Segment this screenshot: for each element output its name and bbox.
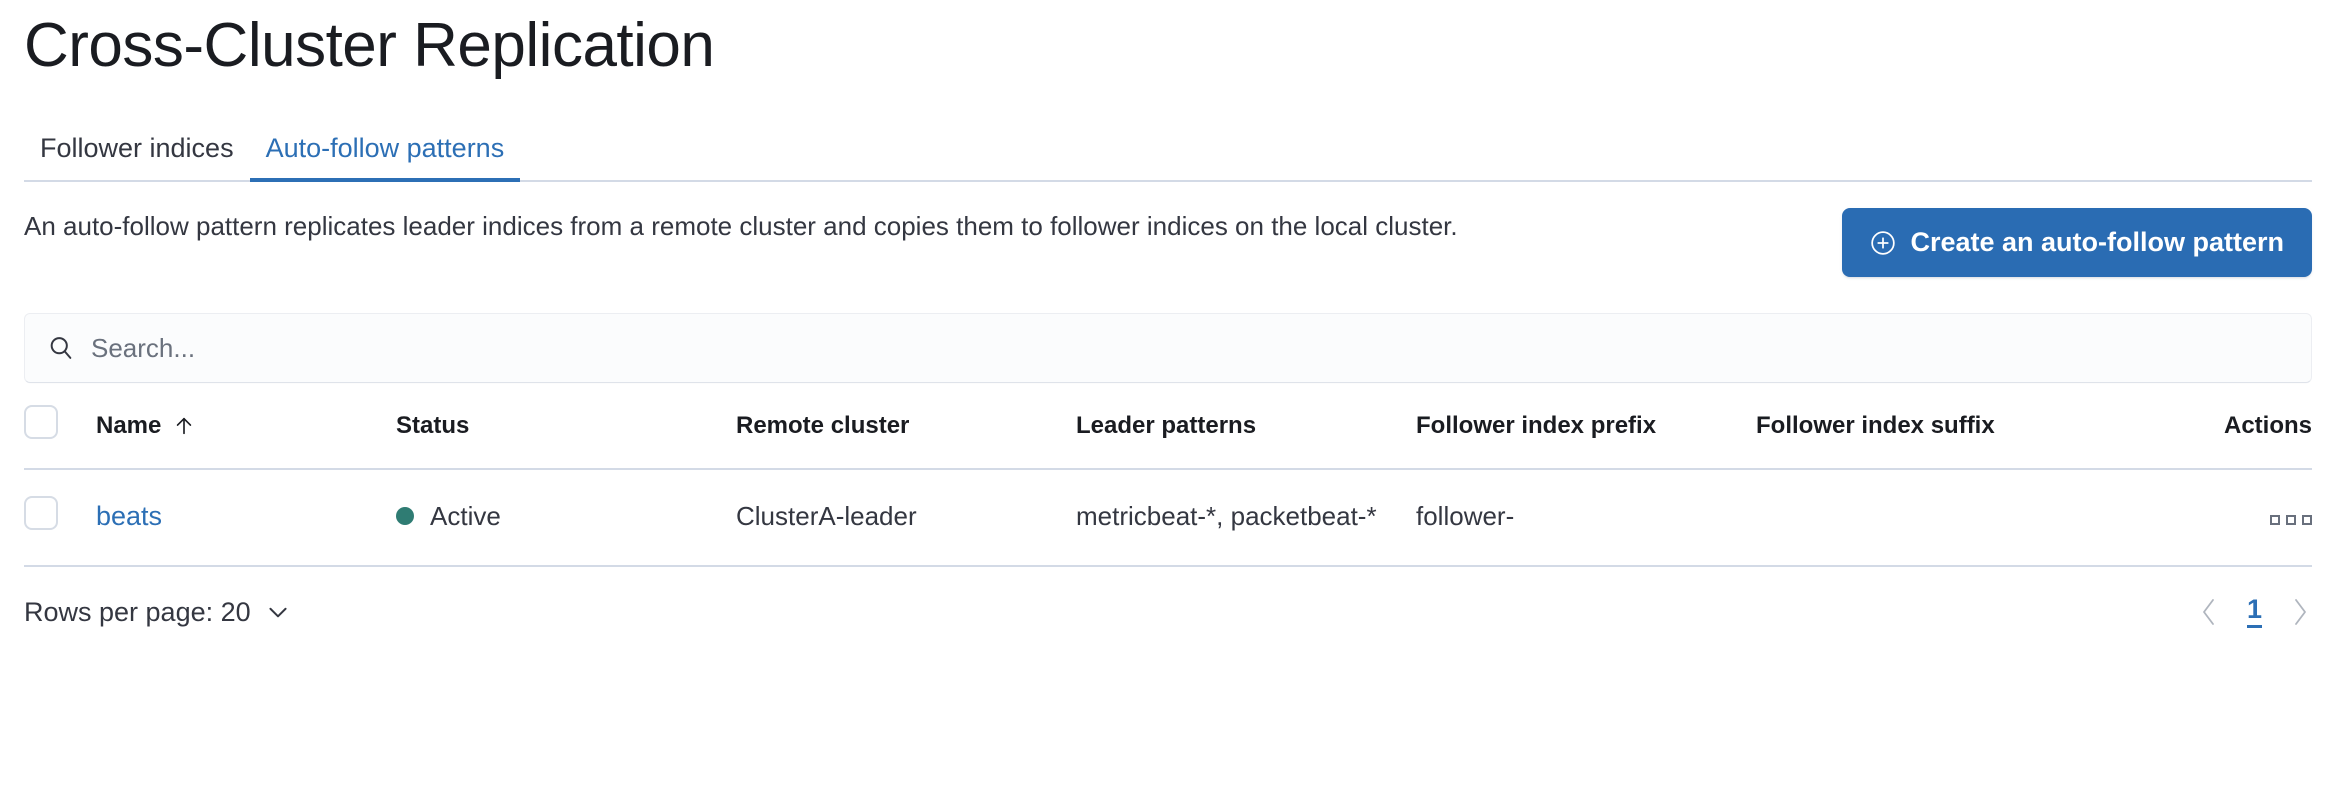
description-row: An auto-follow pattern replicates leader… bbox=[24, 208, 2312, 278]
column-header-remote-cluster[interactable]: Remote cluster bbox=[736, 405, 1076, 469]
column-header-status[interactable]: Status bbox=[396, 405, 736, 469]
column-header-follower-index-prefix[interactable]: Follower index prefix bbox=[1416, 405, 1756, 469]
cell-status: Active bbox=[396, 469, 736, 566]
search-bar[interactable] bbox=[24, 313, 2312, 384]
chevron-left-icon[interactable] bbox=[2197, 595, 2221, 629]
table-header: Name Status Remote cluster bbox=[24, 405, 2312, 470]
status-dot-icon bbox=[396, 507, 414, 526]
column-header-follower-index-suffix-label: Follower index suffix bbox=[1756, 411, 1995, 439]
tab-bar: Follower indices Auto-follow patterns bbox=[24, 118, 2312, 183]
search-input[interactable] bbox=[91, 332, 2289, 364]
rows-per-page-selector[interactable]: Rows per page: 20 bbox=[24, 597, 291, 628]
column-header-leader-patterns[interactable]: Leader patterns bbox=[1076, 405, 1416, 469]
select-all-header bbox=[24, 405, 96, 469]
select-all-checkbox[interactable] bbox=[24, 405, 58, 440]
page-title: Cross-Cluster Replication bbox=[24, 11, 715, 80]
cell-remote-cluster: ClusterA-leader bbox=[736, 501, 917, 532]
tab-auto-follow-patterns-label: Auto-follow patterns bbox=[265, 133, 505, 164]
column-header-remote-cluster-label: Remote cluster bbox=[736, 411, 910, 439]
table-footer: Rows per page: 20 1 bbox=[24, 595, 2312, 629]
more-actions-square-3 bbox=[2302, 515, 2312, 526]
column-header-actions: Actions bbox=[2156, 405, 2312, 469]
chevron-right-icon[interactable] bbox=[2288, 595, 2312, 629]
more-actions-square-2 bbox=[2286, 515, 2296, 526]
arrow-up-icon bbox=[173, 415, 195, 437]
table-row: beats Active ClusterA-leader metricbeat-… bbox=[24, 469, 2312, 567]
column-header-status-label: Status bbox=[396, 411, 470, 439]
table-body: beats Active ClusterA-leader metricbeat-… bbox=[24, 469, 2312, 567]
cell-name: beats bbox=[96, 469, 396, 566]
column-header-actions-label: Actions bbox=[2223, 411, 2312, 439]
tab-follower-indices-label: Follower indices bbox=[40, 133, 234, 164]
table-header-row: Name Status Remote cluster bbox=[24, 405, 2312, 470]
cell-follower-index-suffix bbox=[1756, 469, 2156, 566]
cell-leader-patterns: metricbeat-*, packetbeat-* bbox=[1076, 469, 1416, 566]
auto-follow-pattern-link[interactable]: beats bbox=[96, 501, 163, 532]
cell-follower-index-prefix: follower- bbox=[1416, 501, 1515, 532]
column-header-follower-index-suffix[interactable]: Follower index suffix bbox=[1756, 405, 2156, 469]
column-header-leader-patterns-label: Leader patterns bbox=[1076, 411, 1257, 439]
status-badge: Active bbox=[430, 500, 501, 531]
tab-auto-follow-patterns[interactable]: Auto-follow patterns bbox=[249, 133, 521, 183]
leader-patterns-value: metricbeat-*, packetbeat-* bbox=[1076, 501, 1377, 532]
cell-actions bbox=[2156, 469, 2312, 566]
create-auto-follow-pattern-label: Create an auto-follow pattern bbox=[1910, 227, 2284, 258]
chevron-down-icon bbox=[265, 599, 291, 625]
more-actions-square-1 bbox=[2270, 515, 2280, 526]
column-header-name-label: Name bbox=[96, 411, 162, 439]
column-header-name[interactable]: Name bbox=[96, 405, 396, 469]
row-select-cell bbox=[24, 469, 96, 566]
auto-follow-patterns-table: Name Status Remote cluster bbox=[24, 405, 2312, 567]
tab-follower-indices[interactable]: Follower indices bbox=[24, 135, 250, 180]
plus-in-circle-icon bbox=[1870, 230, 1896, 256]
pagination: 1 bbox=[2197, 595, 2312, 629]
more-actions-icon[interactable] bbox=[2270, 515, 2312, 526]
page-description: An auto-follow pattern replicates leader… bbox=[24, 211, 1458, 242]
search-icon bbox=[47, 334, 75, 362]
row-select-checkbox[interactable] bbox=[24, 496, 58, 531]
pagination-page-1[interactable]: 1 bbox=[2246, 596, 2262, 629]
rows-per-page-label: Rows per page: 20 bbox=[24, 596, 251, 627]
create-auto-follow-pattern-button[interactable]: Create an auto-follow pattern bbox=[1842, 208, 2312, 278]
column-header-follower-index-prefix-label: Follower index prefix bbox=[1416, 411, 1657, 439]
